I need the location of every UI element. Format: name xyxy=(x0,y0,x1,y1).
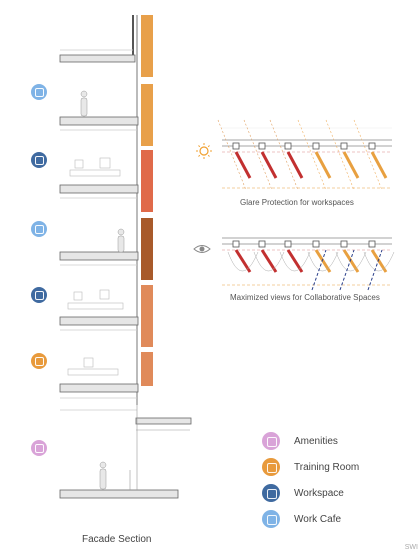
views-diagram xyxy=(222,237,392,286)
louver-blade xyxy=(234,151,252,179)
legend-item-training-room: Training Room xyxy=(262,454,412,480)
louver-pivot xyxy=(284,240,292,248)
legend-label: Amenities xyxy=(294,435,338,447)
amenities-icon xyxy=(262,432,280,450)
sun-ray xyxy=(243,119,273,191)
training-room-icon xyxy=(31,353,47,369)
view-arc xyxy=(279,251,311,272)
louver-blade xyxy=(234,249,252,273)
training-room-icon xyxy=(262,458,280,476)
workspace-icon xyxy=(31,287,47,303)
view-line xyxy=(367,249,383,291)
louver-pivot xyxy=(258,240,266,248)
glare-diagram xyxy=(222,127,392,189)
work-cafe-icon xyxy=(262,510,280,528)
louver-blade xyxy=(314,249,332,273)
sun-icon xyxy=(196,143,212,159)
louver-pivot xyxy=(368,142,376,150)
sun-ray xyxy=(217,119,247,191)
louver-blade xyxy=(260,151,278,179)
legend-item-work-cafe: Work Cafe xyxy=(262,506,412,532)
louver-pivot xyxy=(340,142,348,150)
view-arc xyxy=(363,251,395,272)
legend-label: Work Cafe xyxy=(294,513,342,525)
louver-pivot xyxy=(340,240,348,248)
view-line xyxy=(339,249,355,291)
sun-ray xyxy=(297,119,327,191)
louver-blade xyxy=(370,249,388,273)
louver-blade xyxy=(286,249,304,273)
louver-blade xyxy=(342,151,360,179)
facade-panels xyxy=(141,15,153,386)
workspace-icon xyxy=(31,152,47,168)
legend-item-amenities: Amenities xyxy=(262,428,412,454)
view-line xyxy=(311,249,327,291)
louver-pivot xyxy=(258,142,266,150)
louver-blade xyxy=(342,249,360,273)
louver-pivot xyxy=(232,142,240,150)
watermark: SWI xyxy=(404,544,418,551)
sun-ray xyxy=(269,119,299,191)
louver-blade xyxy=(260,249,278,273)
view-arc xyxy=(335,251,367,272)
louver-pivot xyxy=(312,142,320,150)
sun-ray xyxy=(325,119,355,191)
view-arc xyxy=(253,251,285,272)
view-arc xyxy=(307,251,339,272)
legend-label: Training Room xyxy=(294,461,360,473)
louver-pivot xyxy=(284,142,292,150)
legend-item-workspace: Workspace xyxy=(262,480,412,506)
louver-pivot xyxy=(232,240,240,248)
view-arc xyxy=(227,251,259,272)
glare-caption: Glare Protection for workspaces xyxy=(240,198,354,207)
louver-blade xyxy=(314,151,332,179)
legend-label: Workspace xyxy=(294,487,344,499)
louver-pivot xyxy=(312,240,320,248)
work-cafe-icon xyxy=(31,84,47,100)
louver-blade xyxy=(286,151,304,179)
eye-icon xyxy=(193,245,211,253)
facade-section-title: Facade Section xyxy=(82,534,152,545)
glare-louvers xyxy=(217,119,388,191)
work-cafe-icon xyxy=(31,221,47,237)
sun-ray xyxy=(353,119,383,191)
legend: Amenities Training Room Workspace Work C… xyxy=(262,428,412,532)
workspace-icon xyxy=(262,484,280,502)
louver-pivot xyxy=(368,240,376,248)
views-caption: Maximized views for Collaborative Spaces xyxy=(230,293,380,302)
amenities-icon xyxy=(31,440,47,456)
views-louvers xyxy=(227,240,395,291)
louver-blade xyxy=(370,151,388,179)
